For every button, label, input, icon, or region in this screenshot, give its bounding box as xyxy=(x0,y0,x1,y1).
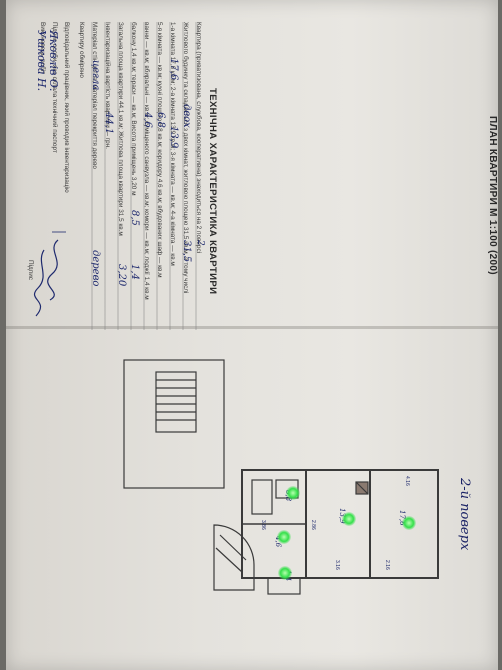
document-sheet: ПЛАН КВАРТИРИ М 1:100 (200) ТЕХНІЧНА ХАР… xyxy=(6,0,498,670)
floor-plan: 4.16 2.16 3.16 2.86 3.86 xyxy=(123,359,439,595)
marker-dot xyxy=(277,530,291,544)
dim-label: 4.16 xyxy=(404,476,410,486)
dim-label: 3.16 xyxy=(334,560,340,570)
marker-dot xyxy=(286,486,300,500)
marker-dot xyxy=(342,512,356,526)
dim-label: 2.86 xyxy=(310,520,316,530)
dim-label: 3.86 xyxy=(260,520,266,530)
paper-fold xyxy=(6,326,498,329)
marker-dot xyxy=(278,566,292,580)
dim-label: 2.16 xyxy=(384,560,390,570)
marker-dot xyxy=(402,516,416,530)
signature-scribbles xyxy=(33,22,197,330)
